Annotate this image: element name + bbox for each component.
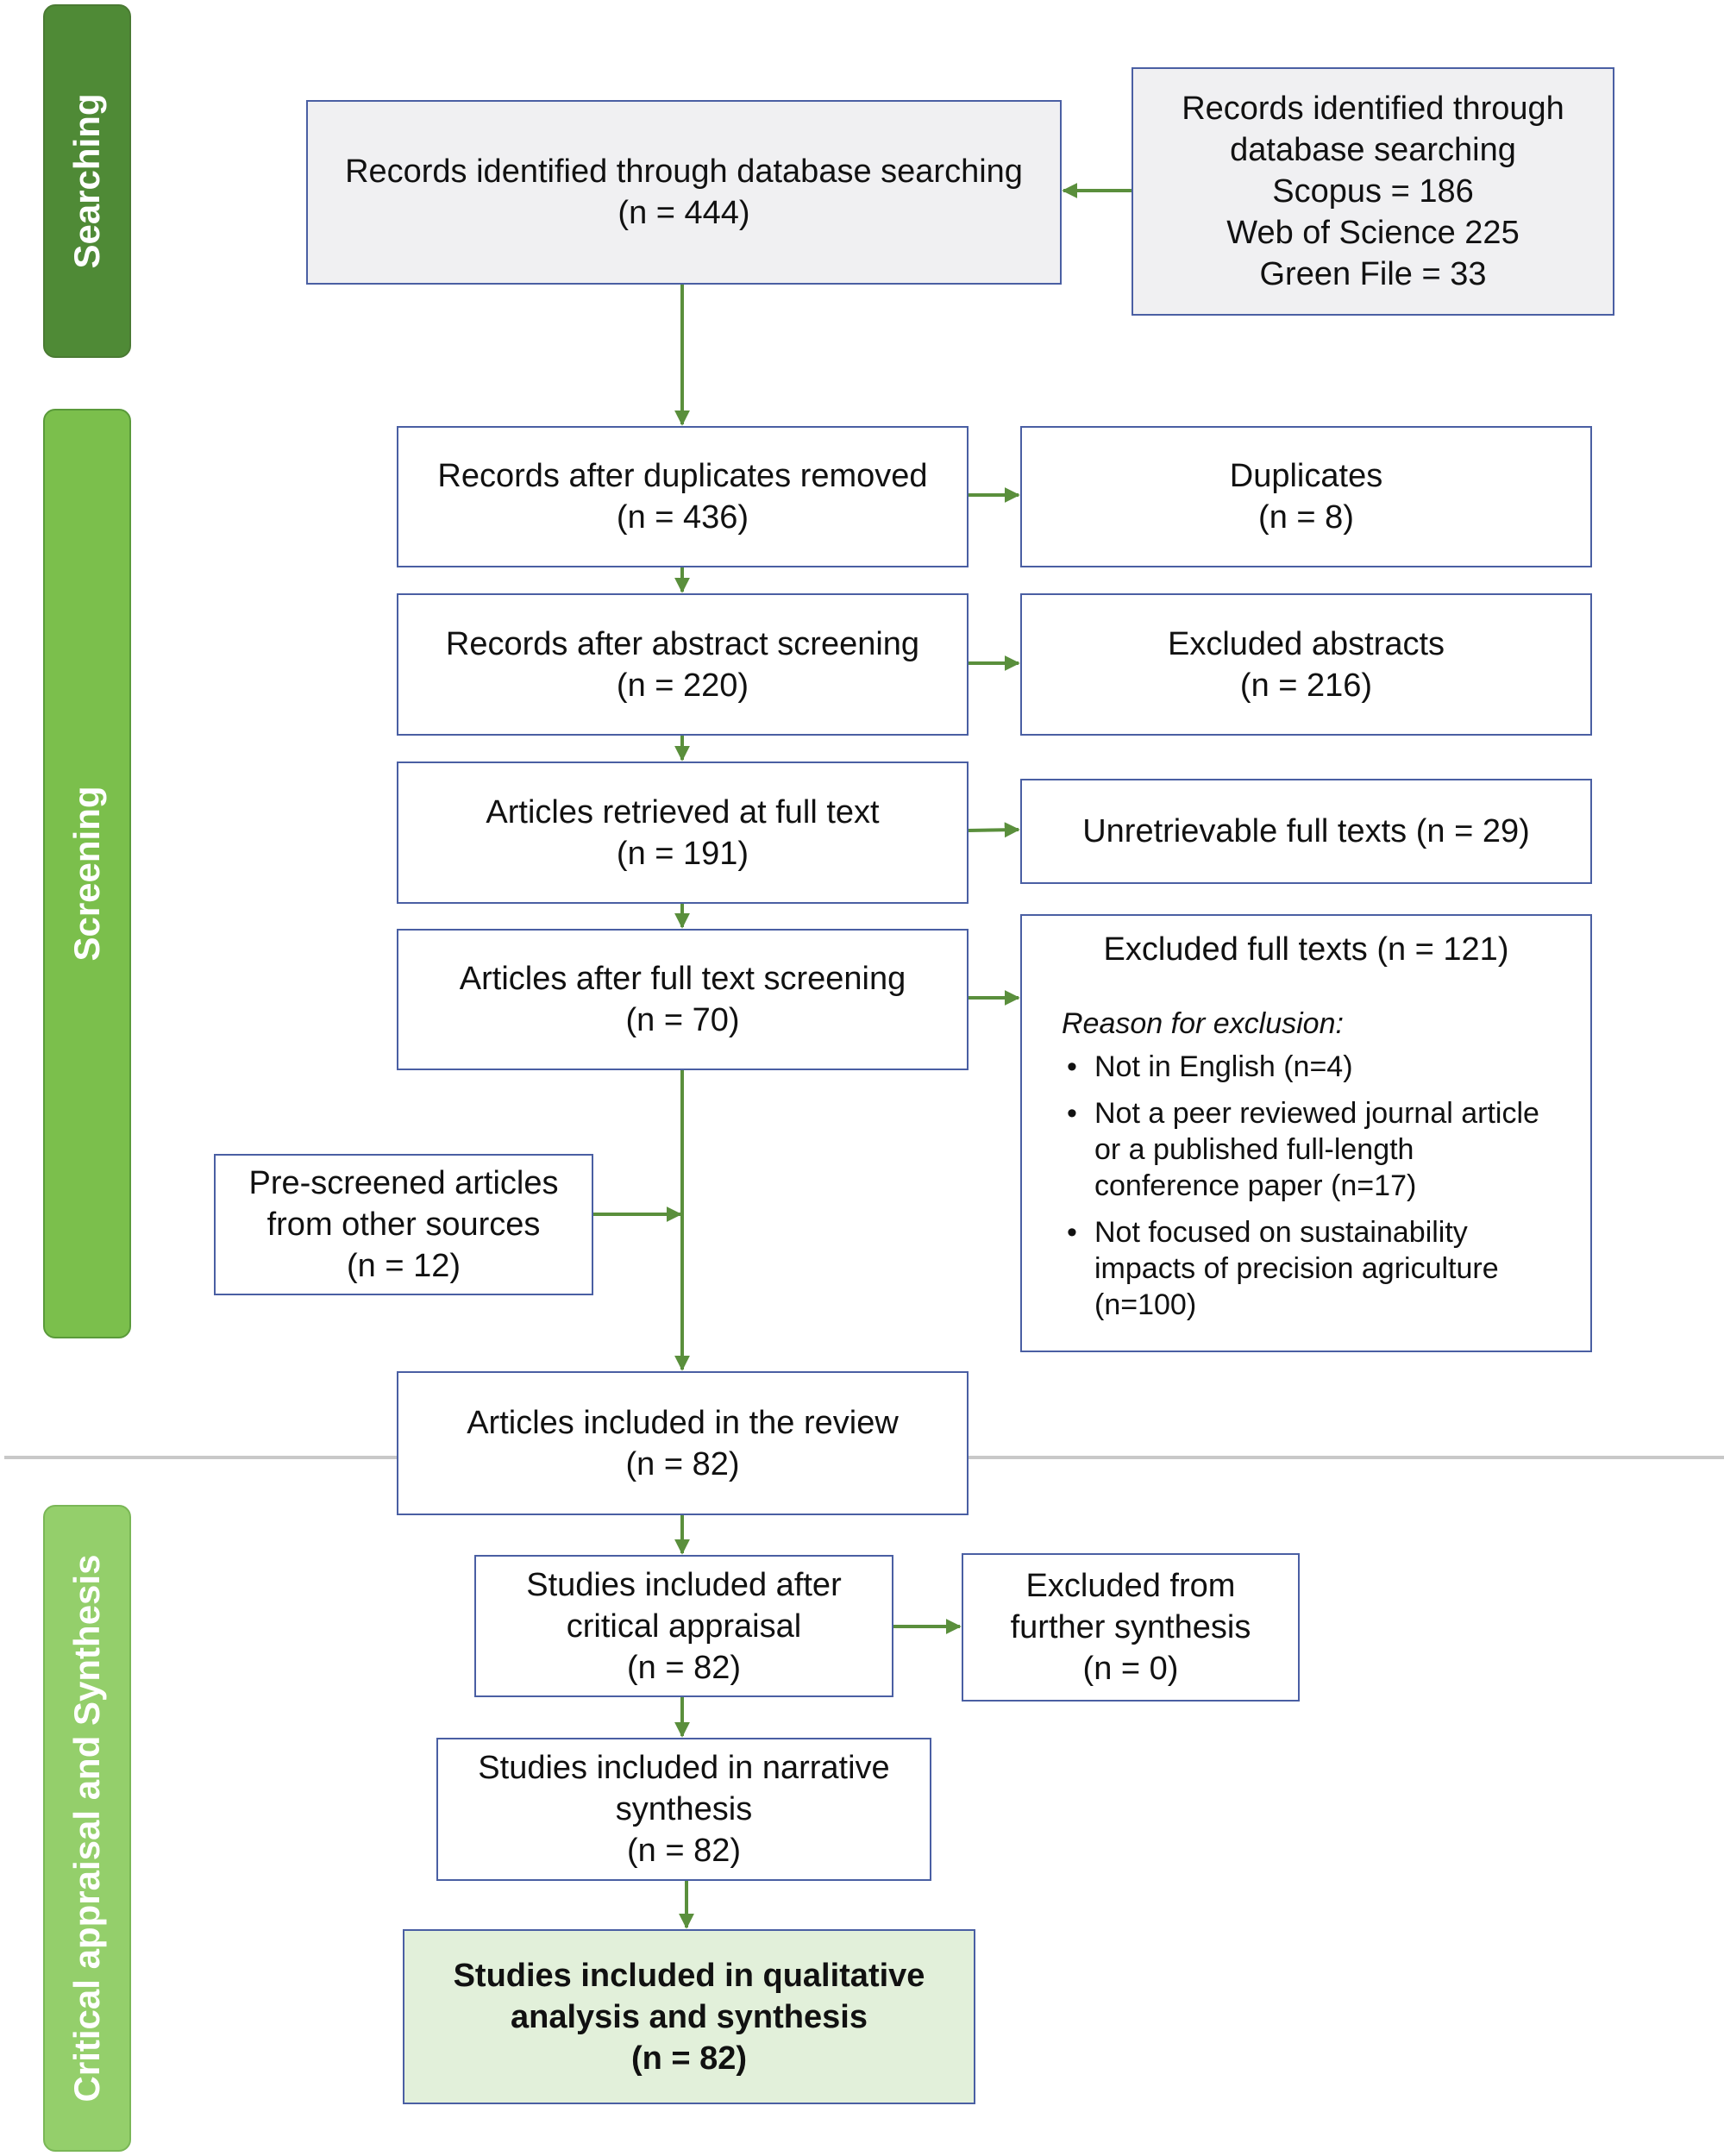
exclusion-reason-label: Reason for exclusion:: [1062, 1007, 1344, 1040]
exclusion-reason-list: Not in English (n=4) Not a peer reviewed…: [1062, 1049, 1573, 1333]
box-after-duplicates: Records after duplicates removed (n = 43…: [397, 426, 969, 567]
box-retrieved-full-text: Articles retrieved at full text (n = 191…: [397, 761, 969, 904]
phase-appraisal-band: Critical appraisal and Synthesis: [43, 1505, 131, 2152]
box-pre-screened-other-sources: Pre-screened articles from other sources…: [214, 1154, 593, 1295]
excluded-full-texts-title: Excluded full texts (n = 121): [1103, 931, 1509, 968]
box-included-in-review: Articles included in the review (n = 82): [397, 1371, 969, 1515]
box-qualitative-synthesis: Studies included in qualitative analysis…: [403, 1929, 975, 2104]
box-after-abstract-screening: Records after abstract screening (n = 22…: [397, 593, 969, 736]
box-after-full-text-screening: Articles after full text screening (n = …: [397, 929, 969, 1070]
box-after-critical-appraisal: Studies included after critical appraisa…: [474, 1555, 893, 1697]
phase-searching-band: Searching: [43, 4, 131, 358]
box-unretrievable: Unretrievable full texts (n = 29): [1020, 779, 1592, 884]
box-excluded-from-synthesis: Excluded from further synthesis (n = 0): [962, 1553, 1300, 1702]
box-excluded-abstracts: Excluded abstracts (n = 216): [1020, 593, 1592, 736]
exclusion-reason-item: Not focused on sustainability impacts of…: [1062, 1214, 1573, 1323]
box-narrative-synthesis: Studies included in narrative synthesis …: [436, 1738, 931, 1881]
box-records-identified: Records identified through database sear…: [306, 100, 1062, 285]
box-duplicates: Duplicates (n = 8): [1020, 426, 1592, 567]
box-excluded-full-texts: Excluded full texts (n = 121) Reason for…: [1020, 914, 1592, 1352]
exclusion-reason-item: Not in English (n=4): [1062, 1049, 1573, 1085]
phase-screening-band: Screening: [43, 409, 131, 1338]
exclusion-reason-item: Not a peer reviewed journal article or a…: [1062, 1095, 1573, 1204]
box-records-by-source: Records identified through database sear…: [1132, 67, 1614, 316]
